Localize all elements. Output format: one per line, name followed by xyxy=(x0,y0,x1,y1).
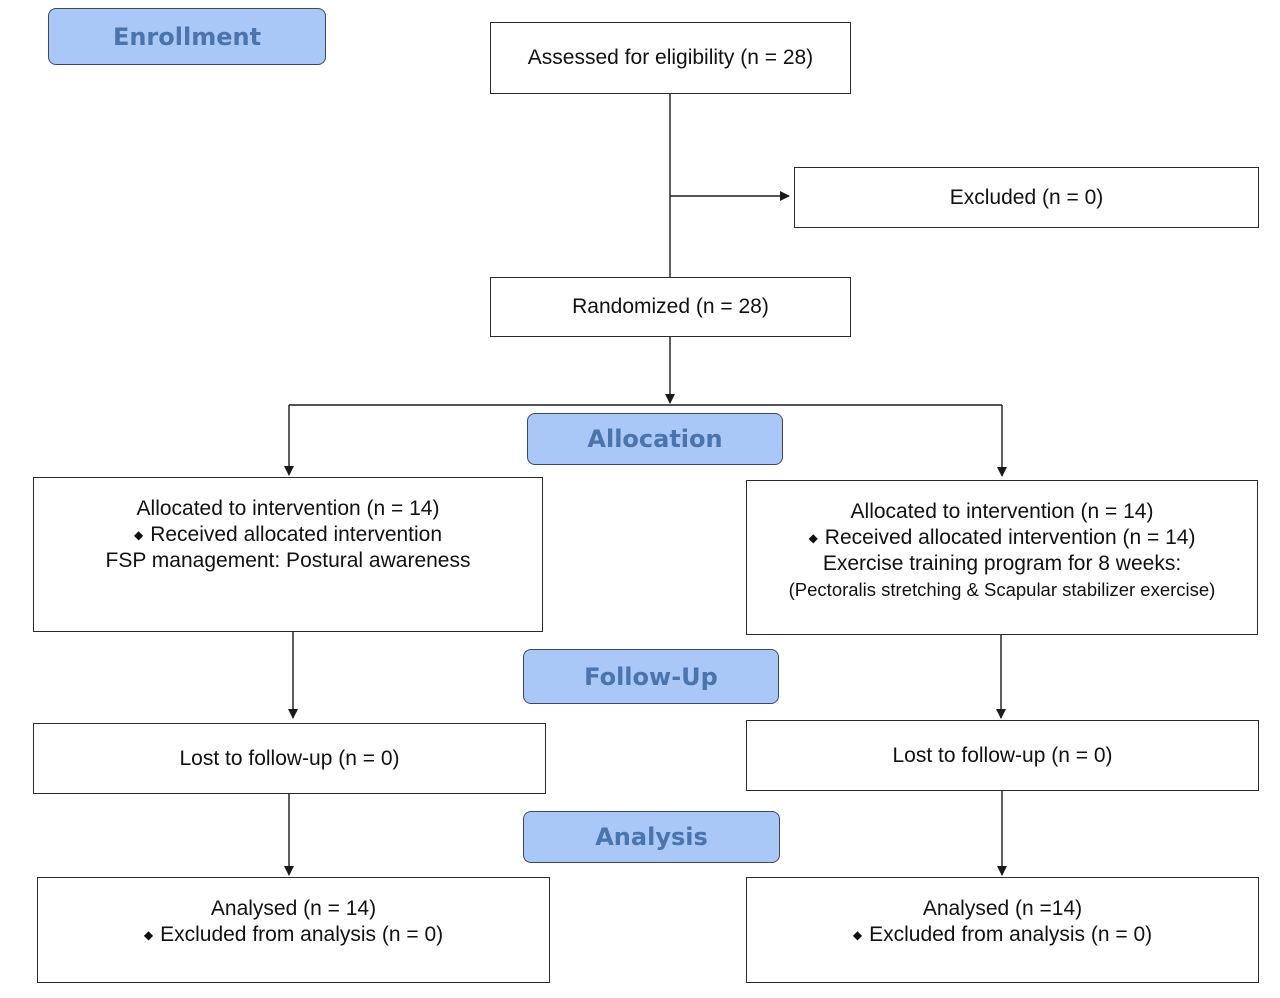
left-lost-box: Lost to follow-up (n = 0) xyxy=(33,723,546,794)
right-received-text: Received allocated intervention (n = 14) xyxy=(824,526,1196,549)
assessed-text: Assessed for eligibility (n = 28) xyxy=(527,46,814,69)
right-analysed-text: Analysed (n =14) xyxy=(922,897,1083,920)
right-description-text: Exercise training program for 8 weeks: xyxy=(822,552,1182,575)
stage-label-analysis: Analysis xyxy=(523,811,780,863)
assessed-box: Assessed for eligibility (n = 28) xyxy=(490,22,851,94)
left-description-text: FSP management: Postural awareness xyxy=(105,549,471,572)
randomized-text: Randomized (n = 28) xyxy=(572,295,769,318)
left-analysed-text: Analysed (n = 14) xyxy=(210,897,377,920)
right-allocation-box: Allocated to intervention (n = 14) ◆ Rece… xyxy=(746,480,1258,635)
left-excluded-analysis-line: ◆ Excluded from analysis (n = 0) xyxy=(144,922,443,948)
right-lost-box: Lost to follow-up (n = 0) xyxy=(746,720,1259,791)
diamond-bullet-icon: ◆ xyxy=(143,928,154,942)
diamond-bullet-icon: ◆ xyxy=(133,528,144,542)
randomized-box: Randomized (n = 28) xyxy=(490,277,851,337)
left-excluded-analysis-text: Excluded from analysis (n = 0) xyxy=(160,923,444,946)
diamond-bullet-icon: ◆ xyxy=(852,928,863,942)
left-analysis-box: Analysed (n = 14) ◆ Excluded from analysi… xyxy=(37,877,550,983)
right-allocated-text: Allocated to intervention (n = 14) xyxy=(850,500,1154,523)
stage-label-text: Allocation xyxy=(587,425,723,453)
right-lost-text: Lost to follow-up (n = 0) xyxy=(892,743,1113,767)
left-lost-text: Lost to follow-up (n = 0) xyxy=(179,746,400,770)
right-analysis-box: Analysed (n =14) ◆ Excluded from analysis… xyxy=(746,877,1259,983)
left-allocated-text: Allocated to intervention (n = 14) xyxy=(136,497,440,520)
diamond-bullet-icon: ◆ xyxy=(808,531,818,545)
right-excluded-analysis-line: ◆ Excluded from analysis (n = 0) xyxy=(853,922,1152,948)
right-detail-text: (Pectoralis stretching & Scapular stabil… xyxy=(788,579,1216,600)
left-allocation-box: Allocated to intervention (n = 14) ◆ Rece… xyxy=(33,477,543,632)
stage-label-enrollment: Enrollment xyxy=(48,8,326,65)
right-received-line: ◆ Received allocated intervention (n = 14… xyxy=(809,525,1196,551)
stage-label-allocation: Allocation xyxy=(527,413,783,465)
stage-label-text: Follow-Up xyxy=(584,662,718,691)
excluded-text: Excluded (n = 0) xyxy=(949,185,1104,209)
stage-label-text: Enrollment xyxy=(112,22,262,51)
left-received-line: ◆ Received allocated intervention xyxy=(134,522,442,548)
left-received-text: Received allocated intervention xyxy=(150,523,443,546)
stage-label-text: Analysis xyxy=(595,823,708,851)
excluded-box: Excluded (n = 0) xyxy=(794,167,1259,228)
right-excluded-analysis-text: Excluded from analysis (n = 0) xyxy=(869,923,1153,946)
stage-label-follow-up: Follow-Up xyxy=(523,649,779,704)
